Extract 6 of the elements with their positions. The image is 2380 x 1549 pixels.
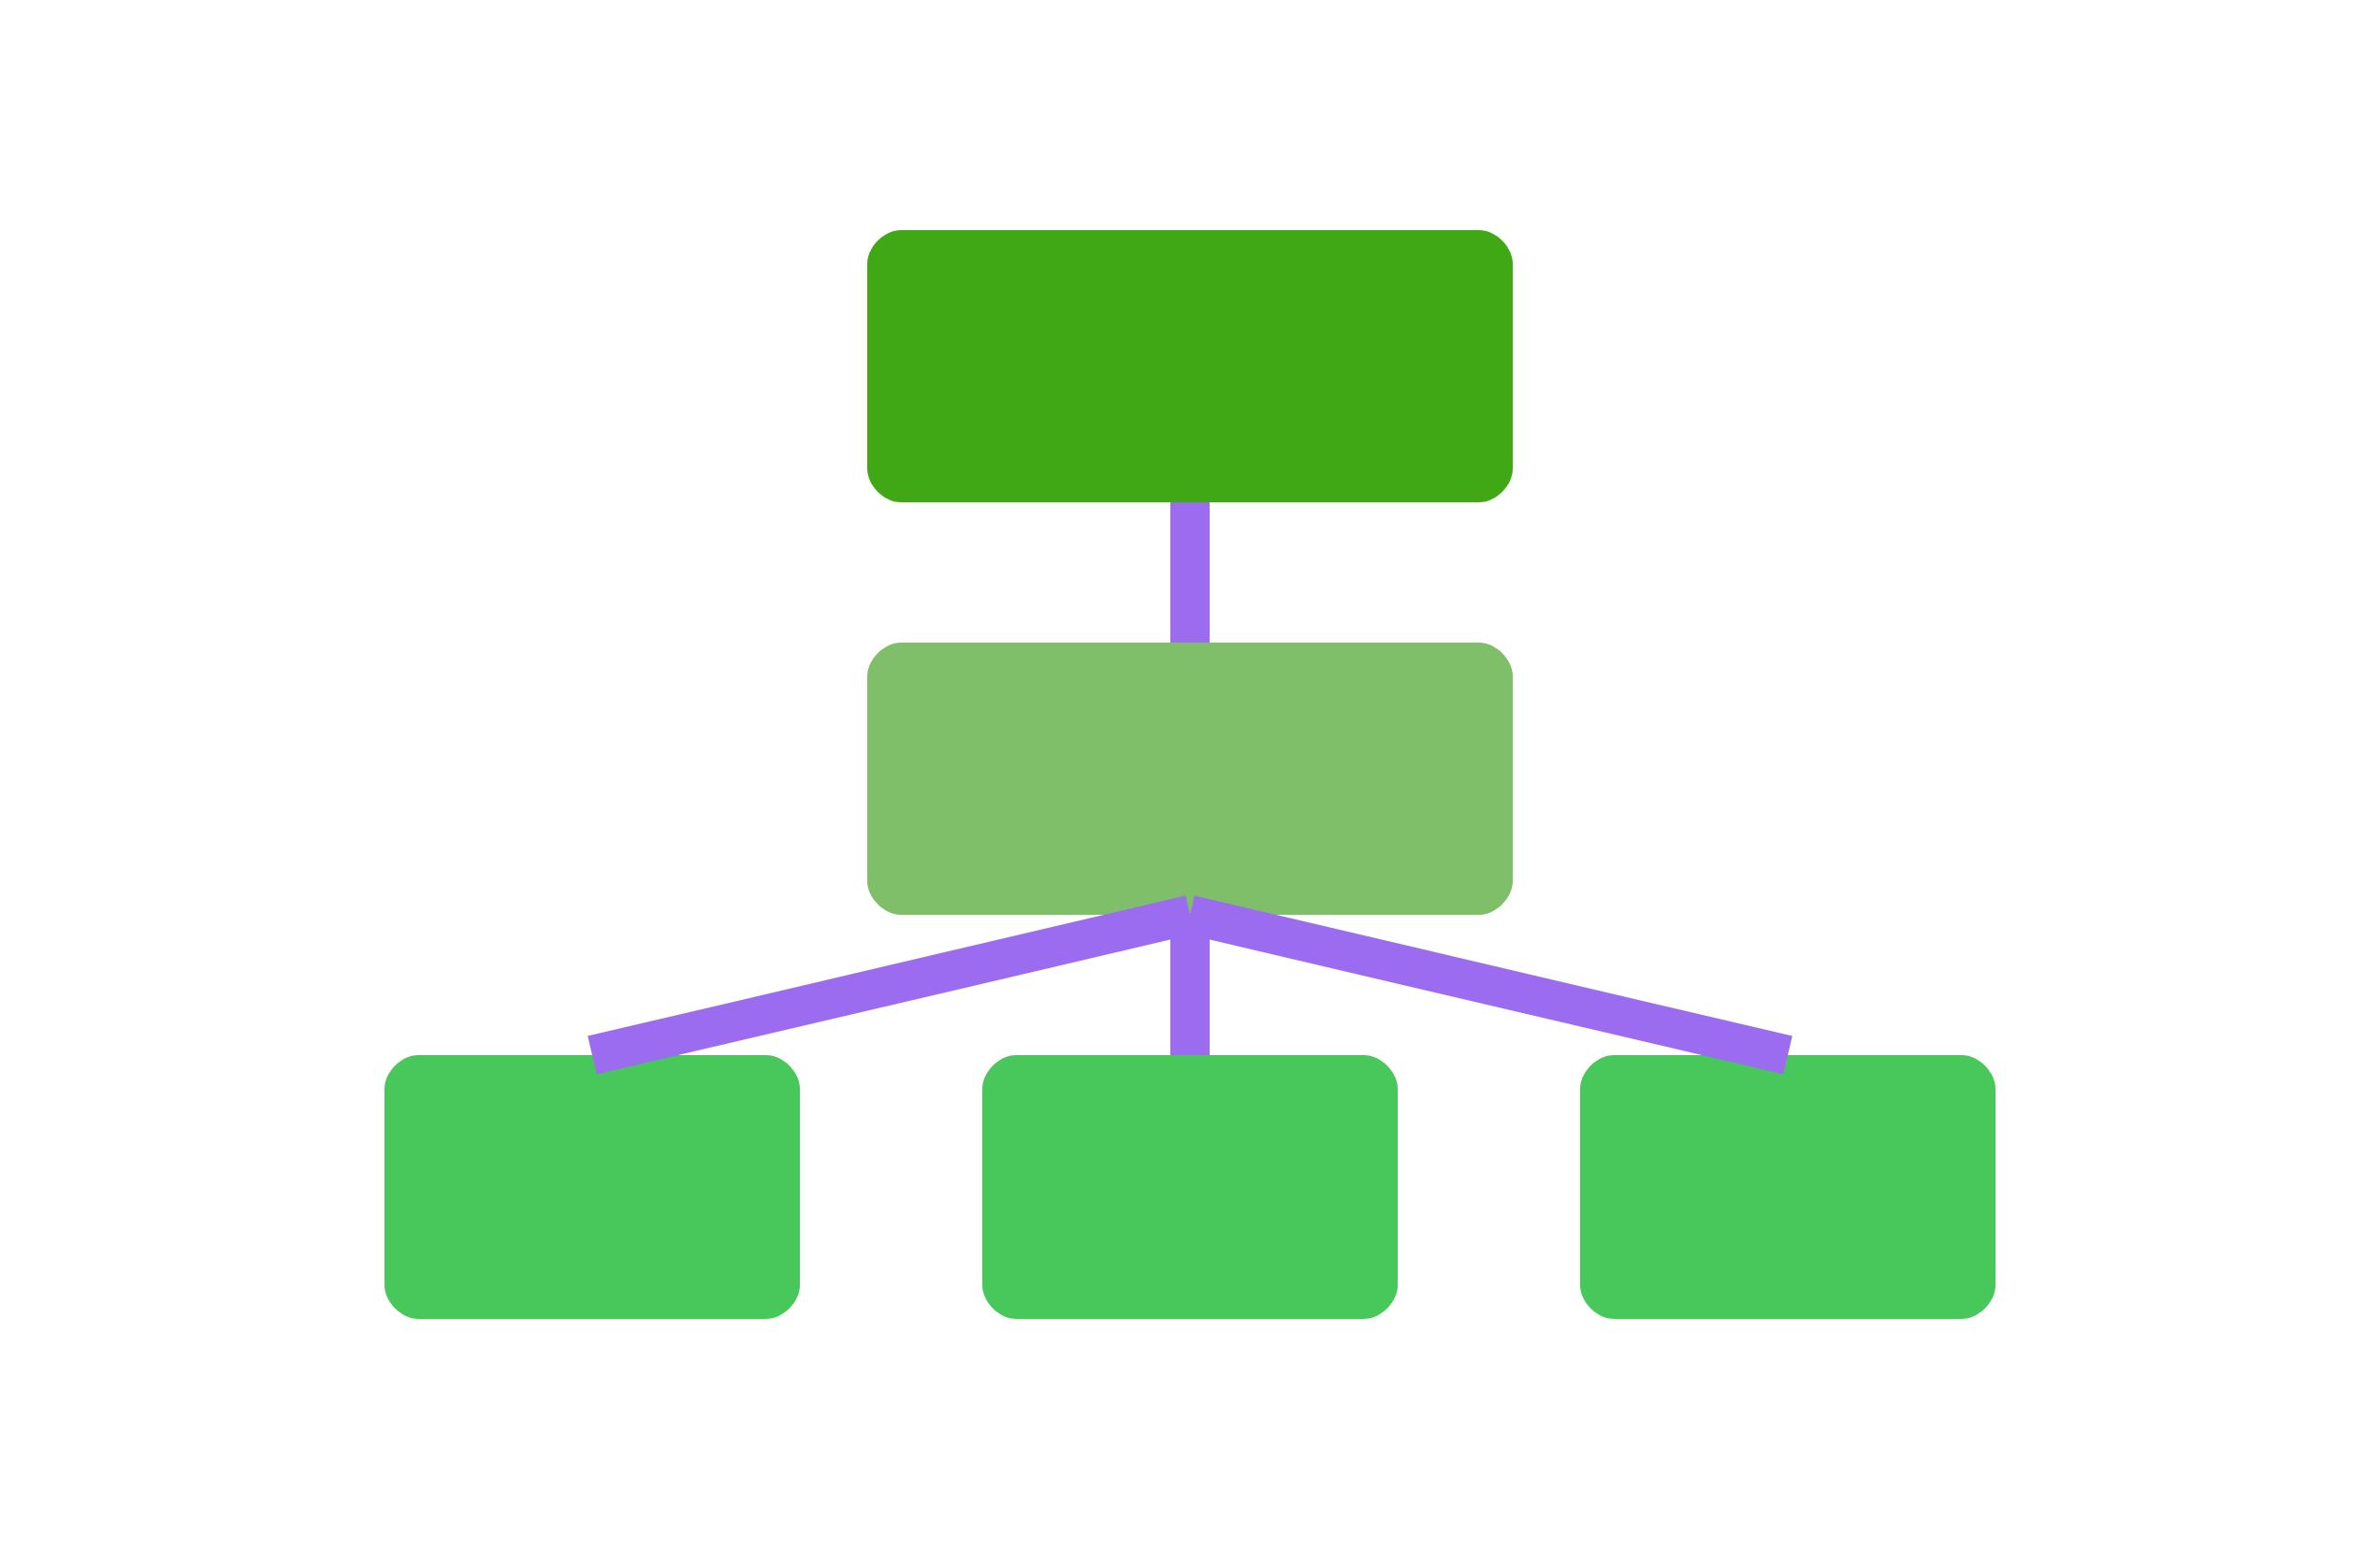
connector: [1170, 502, 1210, 643]
node-box: [867, 230, 1513, 502]
node-box: [1580, 1055, 1995, 1319]
node-box: [982, 1055, 1398, 1319]
node-box: [867, 643, 1513, 915]
node-box: [385, 1055, 800, 1319]
